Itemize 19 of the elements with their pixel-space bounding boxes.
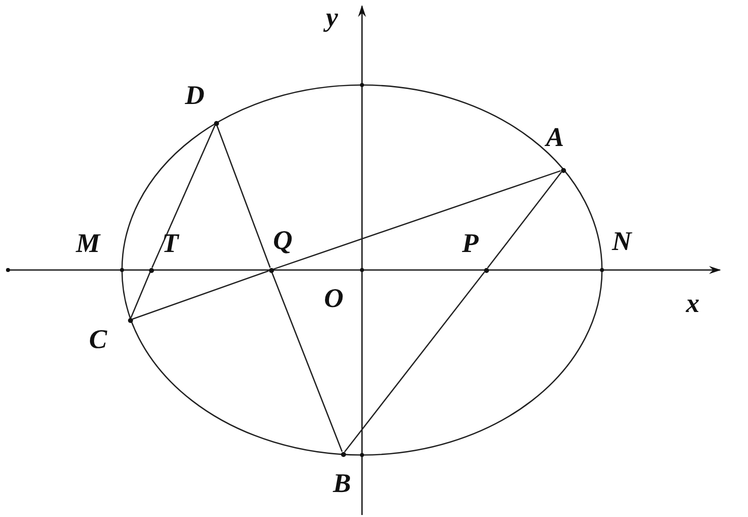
axis-label: x <box>686 290 700 317</box>
point-label: T <box>162 230 178 257</box>
point-label: C <box>89 326 108 353</box>
point-label: B <box>333 470 352 497</box>
line-segment <box>151 125 216 268</box>
point-label: Q <box>273 227 292 254</box>
line-segment <box>216 125 271 268</box>
line-segment <box>487 172 562 268</box>
line-segment <box>130 272 151 318</box>
axis-label: M <box>76 230 100 257</box>
line-segment <box>344 272 485 452</box>
axis-label: N <box>612 228 632 255</box>
point-label: A <box>546 124 564 151</box>
line-segment <box>132 270 269 320</box>
line-segment <box>271 272 343 452</box>
point-label: P <box>462 230 478 257</box>
point-label: D <box>185 82 204 109</box>
line-segment <box>273 170 561 270</box>
axis-label: O <box>324 285 344 312</box>
